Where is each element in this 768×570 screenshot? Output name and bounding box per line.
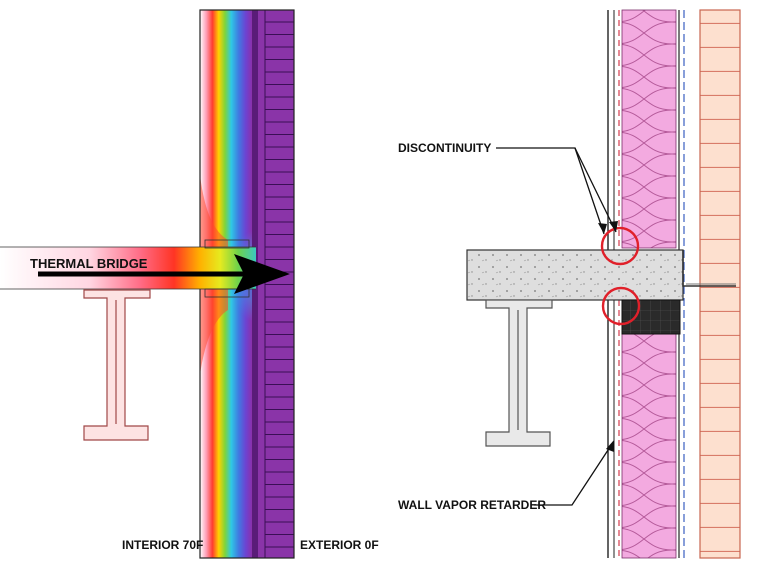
shelf-angle	[682, 250, 736, 287]
insulation-lower	[621, 333, 677, 559]
slab-insulation-block	[621, 299, 681, 335]
slab-edge-bottom	[204, 288, 250, 298]
wall-vapor-retarder-label: WALL VAPOR RETARDER	[398, 498, 546, 512]
thermal-image-panel: THERMAL BRIDGE INTERIOR 70F EXTERIOR 0F	[0, 9, 379, 559]
slab-edge-top	[204, 239, 250, 249]
discontinuity-circle-lower	[601, 286, 641, 326]
insulation-upper	[621, 9, 677, 249]
discontinuity-label: DISCONTINUITY	[398, 141, 491, 155]
section-detail-panel: DISCONTINUITY WALL VAPOR RETARDER	[398, 9, 741, 559]
interior-temperature-label: INTERIOR 70F	[122, 538, 203, 552]
thermal-bridge-band	[0, 247, 256, 289]
discontinuity-circle-upper	[600, 226, 640, 266]
steel-beam-left	[83, 289, 151, 441]
cladding-courses	[265, 21, 294, 548]
discontinuity-leaders	[496, 147, 617, 235]
thermal-bridge-arrow-head	[234, 254, 290, 294]
vapor-retarder-leader	[534, 443, 613, 506]
thermal-bridge-label: THERMAL BRIDGE	[30, 256, 148, 271]
steel-beam-right	[485, 299, 553, 447]
exterior-temperature-label: EXTERIOR 0F	[300, 538, 379, 552]
